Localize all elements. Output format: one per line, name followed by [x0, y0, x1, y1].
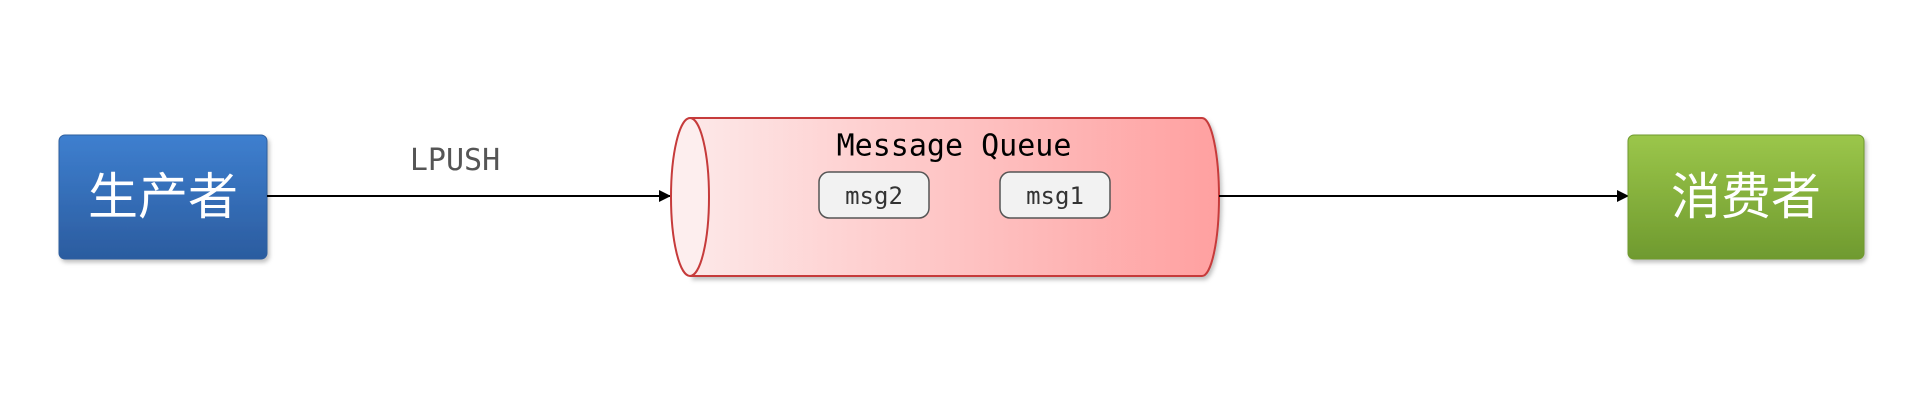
- queue-front-cap: [670, 117, 710, 277]
- consumer-label: 消费者: [1671, 168, 1821, 226]
- consumer-box: [1627, 134, 1865, 260]
- queue-title: Message Queue: [837, 129, 1072, 164]
- message-label: msg2: [845, 182, 903, 210]
- message-item: msg1: [999, 171, 1111, 219]
- consumer-node: 消费者: [1627, 134, 1865, 260]
- message-box: [818, 171, 930, 219]
- message-box: [999, 171, 1111, 219]
- push-label: LPUSH: [410, 143, 500, 178]
- producer-node: 生产者: [58, 134, 268, 260]
- producer-label: 生产者: [88, 168, 238, 226]
- message-queue: Message Queue msg2 msg1: [670, 117, 1220, 277]
- message-label: msg1: [1026, 182, 1084, 210]
- message-item: msg2: [818, 171, 930, 219]
